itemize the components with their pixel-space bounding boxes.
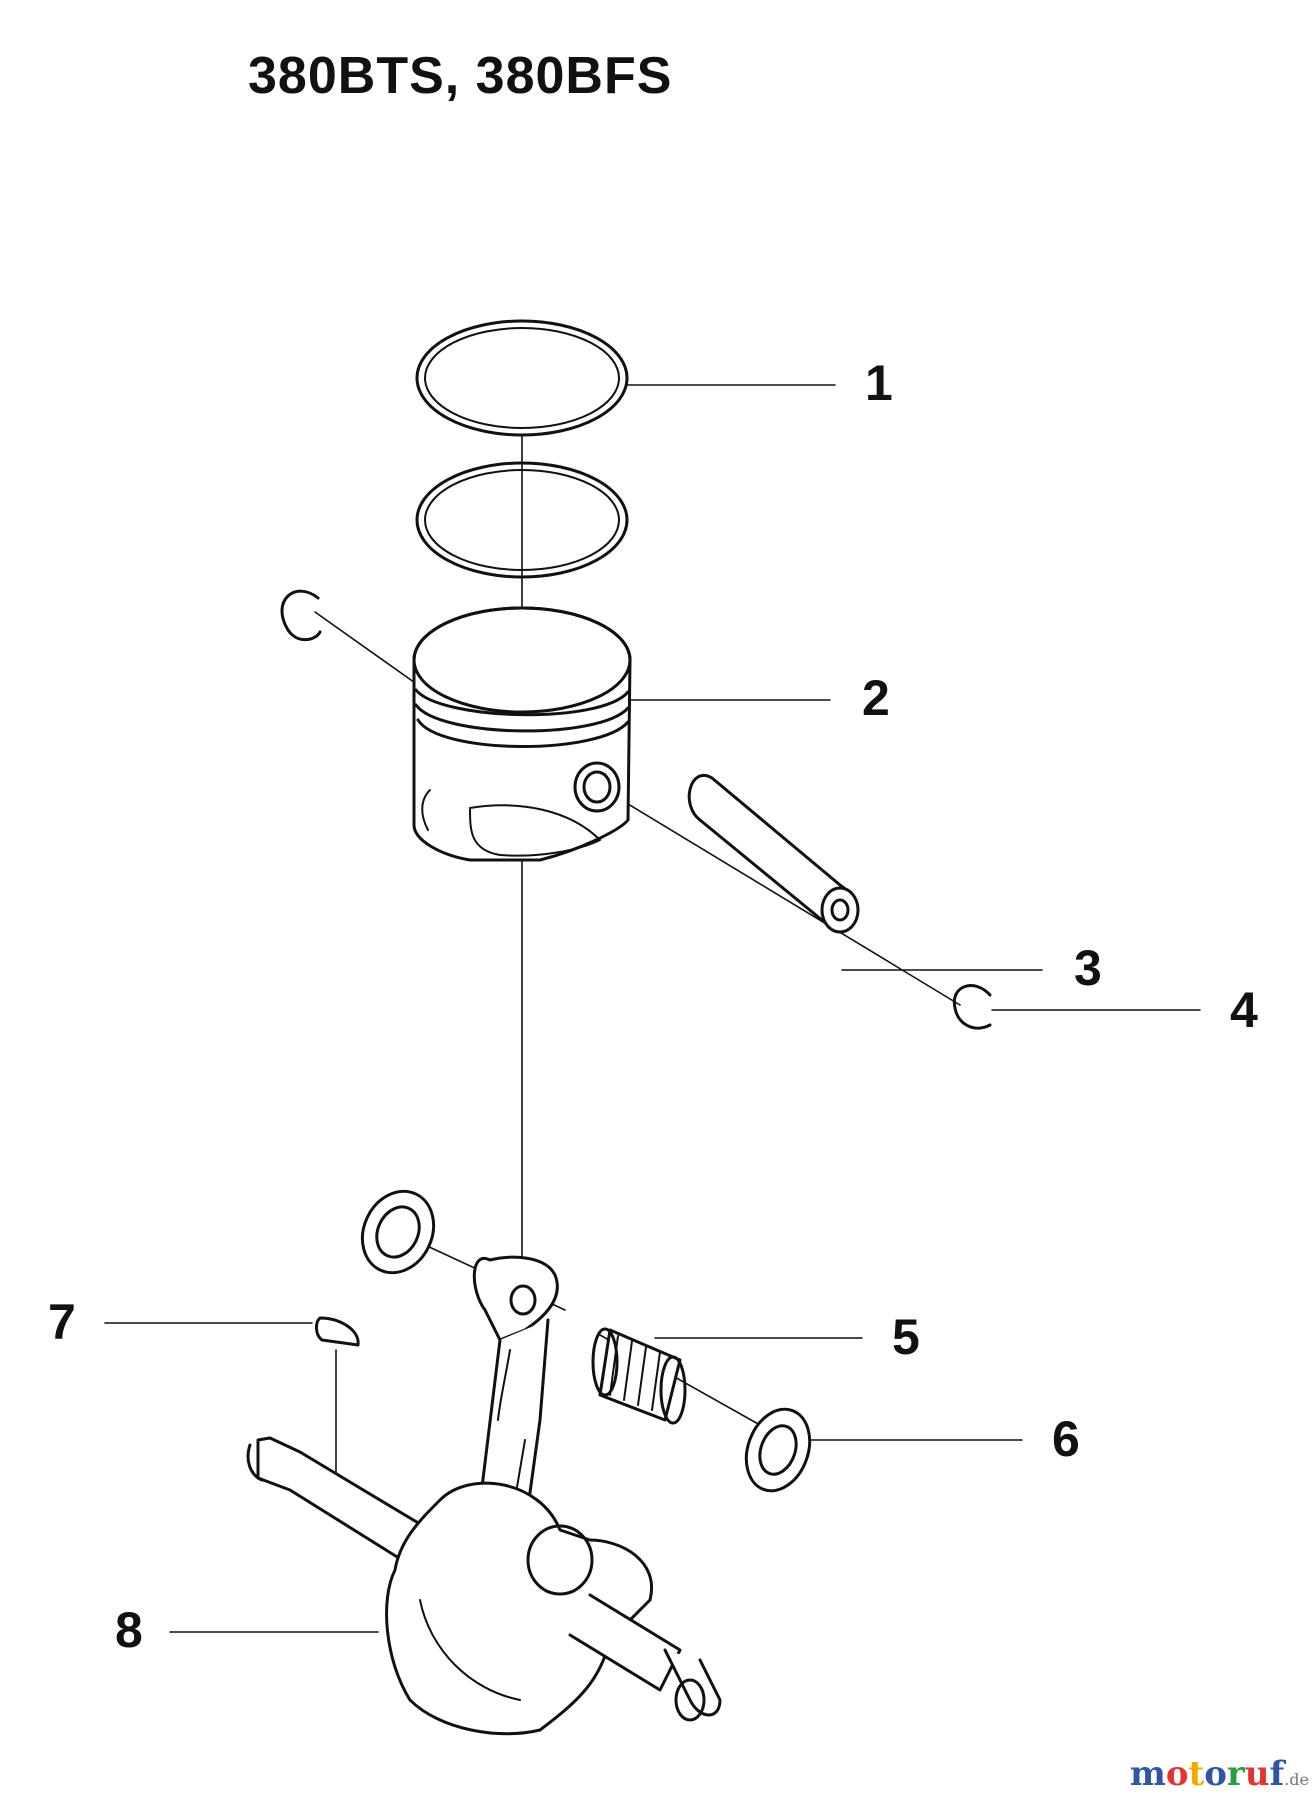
bearing-washer-upper <box>360 1189 436 1275</box>
circlip-right <box>952 984 992 1030</box>
piston-ring-bottom <box>415 461 629 579</box>
watermark-letter: o <box>1204 1754 1227 1794</box>
assembly-lines <box>314 434 961 1476</box>
watermark-letter: o <box>1165 1754 1189 1794</box>
piston-ring-top <box>415 319 629 437</box>
callout-8: 8 <box>115 1602 143 1658</box>
watermark-letter: u <box>1244 1754 1270 1794</box>
callout-5: 5 <box>892 1309 920 1365</box>
callout-6: 6 <box>1052 1411 1080 1467</box>
callout-3: 3 <box>1074 940 1102 996</box>
watermark-letter: r <box>1226 1754 1245 1794</box>
callout-4: 4 <box>1230 982 1258 1038</box>
watermark-letter: f <box>1269 1754 1285 1794</box>
watermark-letter: m <box>1129 1754 1166 1794</box>
circlip-left <box>280 589 322 642</box>
diagram-title: 380BTS, 380BFS <box>248 47 673 105</box>
piston-pin <box>687 774 860 934</box>
piston <box>412 606 632 862</box>
woodruff-key <box>315 1316 360 1347</box>
watermark-logo: motoruf.de <box>1129 1754 1309 1794</box>
callout-7: 7 <box>48 1294 76 1350</box>
watermark-letter: t <box>1188 1754 1205 1794</box>
needle-bearing <box>591 1327 687 1425</box>
crankshaft <box>246 1436 722 1736</box>
washer-lower <box>744 1407 812 1493</box>
leader-lines <box>104 384 1201 1633</box>
callout-2: 2 <box>862 670 890 726</box>
callout-1: 1 <box>865 355 893 411</box>
